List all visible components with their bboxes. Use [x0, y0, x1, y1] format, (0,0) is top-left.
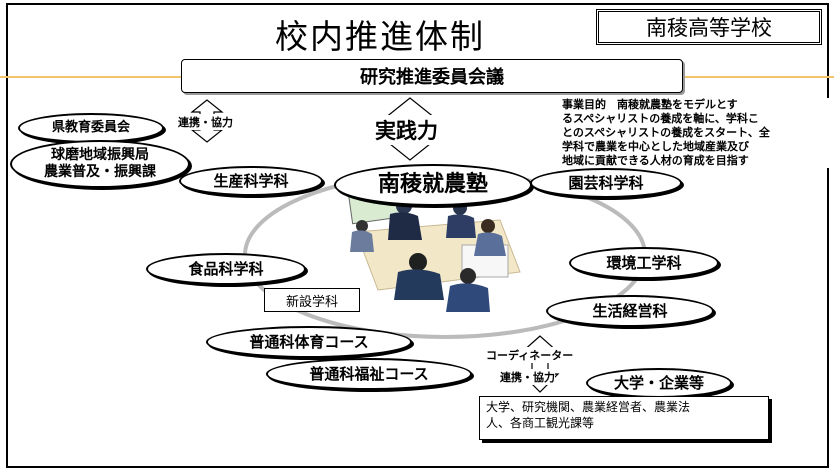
- purpose-line-2: るスペシャリストの養成を軸に、学科こ: [562, 112, 759, 125]
- regional-office-oval: 球磨地域振興局 農業普及・振興課: [10, 140, 190, 188]
- partners-line-2: 人、各商工観光課等: [486, 416, 595, 430]
- committee-label: 研究推進委員会議: [360, 67, 504, 88]
- coordinator-label: コーディネーター: [486, 347, 574, 363]
- prefecture-board-label: 県教育委員会: [51, 119, 130, 135]
- new-department-box: 新設学科: [264, 288, 360, 312]
- center-label: 南稜就農塾: [377, 172, 488, 198]
- new-department-label: 新設学科: [285, 294, 338, 310]
- food-dept-label: 食品科学科: [188, 259, 264, 278]
- purpose-note: 事業目的 南稜就農塾をモデルとす るスペシャリストの養成を軸に、学科こ とのスペ…: [562, 98, 830, 168]
- environment-dept-label: 環境工学科: [606, 253, 682, 272]
- committee-box: 研究推進委員会議: [181, 59, 683, 93]
- cooperation-label-top: 連携・協力: [178, 114, 233, 130]
- partners-line-1: 大学、研究機関、農業経営者、農業法: [486, 400, 691, 414]
- production-dept-oval: 生産科学科: [179, 166, 323, 196]
- purpose-line-5: 地域に貢献できる人材の育成を目指す: [562, 154, 749, 167]
- cooperation-label-bottom: 連携・協力: [500, 369, 555, 385]
- welfare-course-label: 普通科福祉コース: [309, 364, 429, 383]
- partners-box: 大学、研究機関、農業経営者、農業法 人、各商工観光課等: [479, 396, 769, 440]
- regional-office-line-1: 球磨地域振興局: [51, 146, 149, 163]
- purpose-line-3: とのスペシャリストの養成をスタート、全: [562, 126, 770, 139]
- school-name-box: 南稜高等学校: [596, 9, 822, 45]
- outer-frame: [6, 3, 829, 468]
- purpose-line-1: 事業目的 南稜就農塾をモデルとす: [562, 98, 738, 111]
- food-dept-oval: 食品科学科: [146, 253, 306, 285]
- practice-label: 実践力: [373, 115, 440, 145]
- purpose-line-4: 学科で農業を中心とした地域産業及び: [562, 140, 749, 153]
- regional-office-line-2: 農業普及・振興課: [44, 164, 156, 180]
- page-title: 校内推進体制: [275, 17, 485, 56]
- welfare-course-oval: 普通科福祉コース: [266, 358, 472, 390]
- university-label: 大学・企業等: [613, 373, 704, 392]
- life-dept-oval: 生活経営科: [546, 295, 714, 327]
- center-oval: 南稜就農塾: [334, 164, 532, 206]
- school-name: 南稜高等学校: [646, 16, 772, 40]
- life-dept-label: 生活経営科: [592, 301, 668, 320]
- pe-course-label: 普通科体育コース: [249, 332, 369, 351]
- horticulture-dept-label: 園芸科学科: [568, 173, 644, 192]
- production-dept-label: 生産科学科: [213, 171, 289, 190]
- university-oval: 大学・企業等: [586, 368, 732, 398]
- pe-course-oval: 普通科体育コース: [206, 326, 412, 358]
- prefecture-board-oval: 県教育委員会: [18, 113, 164, 143]
- horticulture-dept-oval: 園芸科学科: [530, 168, 682, 198]
- environment-dept-oval: 環境工学科: [569, 247, 719, 279]
